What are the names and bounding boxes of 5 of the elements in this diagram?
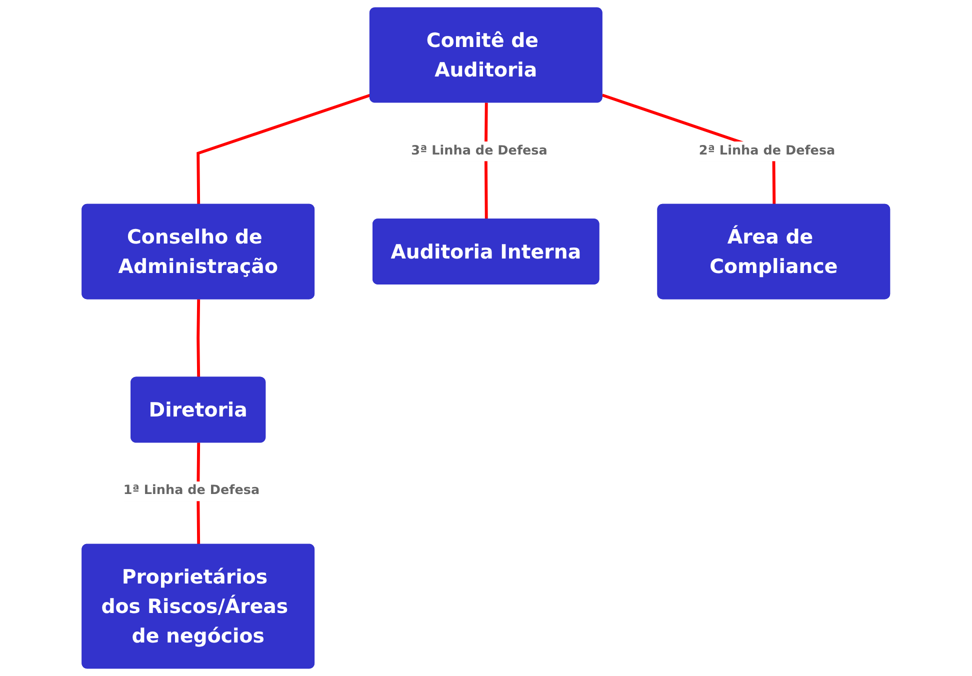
connector: [196, 94, 372, 205]
connector: [196, 299, 200, 378]
edge-label: 3ª Linha de Defesa: [411, 143, 548, 158]
edge-label: 2ª Linha de Defesa: [699, 143, 836, 158]
edge-label: 1ª Linha de Defesa: [123, 483, 260, 498]
